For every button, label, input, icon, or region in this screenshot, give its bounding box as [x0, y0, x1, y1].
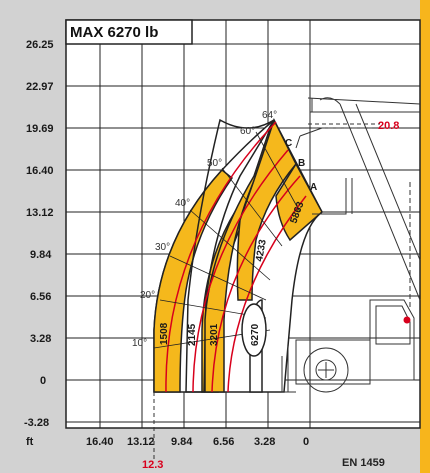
x-tick-label: 16.40: [86, 436, 114, 448]
max-reach-value: 12.3: [142, 459, 163, 471]
angle-label: 64°: [262, 110, 277, 121]
red-curve: [211, 175, 301, 393]
y-tick-label: 3.28: [30, 333, 51, 345]
y-tick-label: 9.84: [30, 249, 52, 261]
fork: [312, 178, 353, 215]
zone-1508: [153, 168, 234, 393]
x-tick-label: 6.56: [213, 436, 234, 448]
angle-line: [255, 131, 301, 213]
y-tick-label: 22.97: [26, 81, 54, 93]
x-axis-label: ft: [26, 436, 34, 448]
cab-window: [375, 305, 411, 345]
boom-arm: [307, 97, 421, 113]
standard-label: EN 1459: [342, 457, 385, 469]
angle-line: [169, 255, 267, 301]
extension-label: C: [285, 138, 292, 149]
y-tick-label: 19.69: [26, 123, 54, 135]
x-tick-label: 13.12: [127, 436, 155, 448]
capacity-label: 3201: [209, 323, 220, 346]
title-box: [65, 19, 193, 45]
angle-label: 30°: [155, 242, 170, 253]
y-tick-label: 0: [40, 375, 46, 387]
chassis: [295, 339, 371, 385]
x-tick-label: 9.84: [171, 436, 193, 448]
angle-line: [221, 167, 283, 247]
right-strip: [420, 0, 430, 473]
x-tick-label: 3.28: [254, 436, 275, 448]
angle-label: 20°: [140, 290, 155, 301]
wheel-nuts: [318, 362, 334, 378]
angle-label: 10°: [132, 338, 147, 349]
y-tick-label: -3.28: [24, 417, 49, 429]
red-curve: [227, 195, 307, 393]
front-attachment: [281, 346, 296, 393]
chart-title: MAX 6270 lb: [70, 24, 158, 41]
max-height-value: 20.8: [378, 120, 399, 132]
x-tick-labels: ft 16.40 13.12 9.84 6.56 3.28 0: [26, 436, 309, 448]
angle-label: 40°: [175, 198, 190, 209]
wheel-hub: [315, 359, 337, 381]
y-tick-labels: 26.25 22.97 19.69 16.40 13.12 9.84 6.56 …: [24, 39, 54, 429]
telehandler-drawing: [281, 97, 421, 393]
red-curve: [165, 121, 277, 393]
red-curves: [165, 121, 307, 393]
boom-axis: [312, 127, 411, 310]
y-tick-label: 6.56: [30, 291, 51, 303]
capacity-label: 2145: [187, 323, 198, 346]
max-capacity-ellipse: [241, 303, 267, 357]
boom-arm: [295, 127, 323, 149]
zone-3201: [185, 118, 275, 393]
rear-light: [403, 316, 411, 324]
angle-labels: 10° 20° 30° 40° 50° 60° 64°: [132, 110, 277, 349]
capacity-label: 6270: [250, 323, 261, 346]
y-tick-label: 13.12: [26, 207, 54, 219]
y-tick-label: 26.25: [26, 39, 54, 51]
wheel: [303, 347, 349, 393]
boom-arm: [339, 103, 421, 301]
red-curve: [192, 149, 289, 393]
x-tick-label: 0: [303, 436, 309, 448]
angle-label: 50°: [207, 158, 222, 169]
capacity-label: 4233: [254, 238, 269, 262]
angle-line: [189, 209, 271, 281]
extension-label: A: [310, 182, 317, 193]
capacity-label: 1508: [159, 322, 170, 345]
angle-label: 60°: [240, 126, 255, 137]
extension-label: B: [298, 158, 305, 169]
extension-labels: A B C: [285, 138, 317, 193]
y-tick-label: 16.40: [26, 165, 54, 177]
